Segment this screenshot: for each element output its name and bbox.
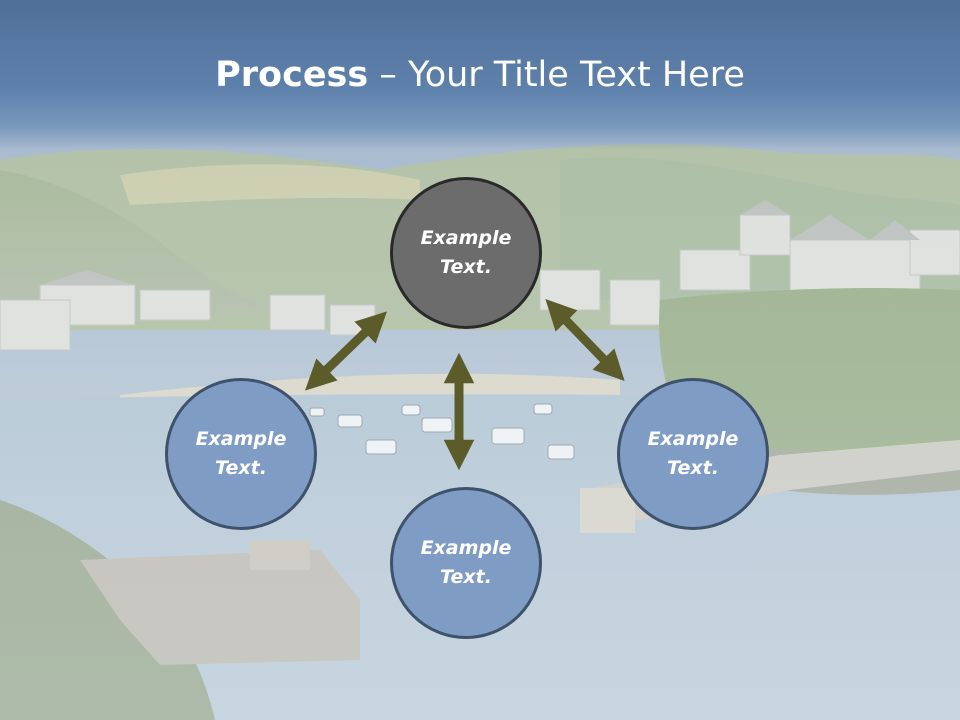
title-bold: Process [215, 55, 369, 95]
slide-title: Process – Your Title Text Here [0, 52, 960, 98]
process-node-right[interactable]: Example Text. [617, 378, 769, 530]
process-node-top[interactable]: Example Text. [390, 177, 542, 329]
node-label-top: Example Text. [420, 227, 512, 278]
process-node-bottom[interactable]: Example Text. [390, 487, 542, 639]
process-node-left[interactable]: Example Text. [165, 378, 317, 530]
node-label-left: Example Text. [195, 428, 287, 479]
title-rest: – Your Title Text Here [368, 55, 745, 95]
node-label-right: Example Text. [647, 428, 739, 479]
node-label-bottom: Example Text. [420, 537, 512, 588]
title-band [0, 0, 960, 150]
